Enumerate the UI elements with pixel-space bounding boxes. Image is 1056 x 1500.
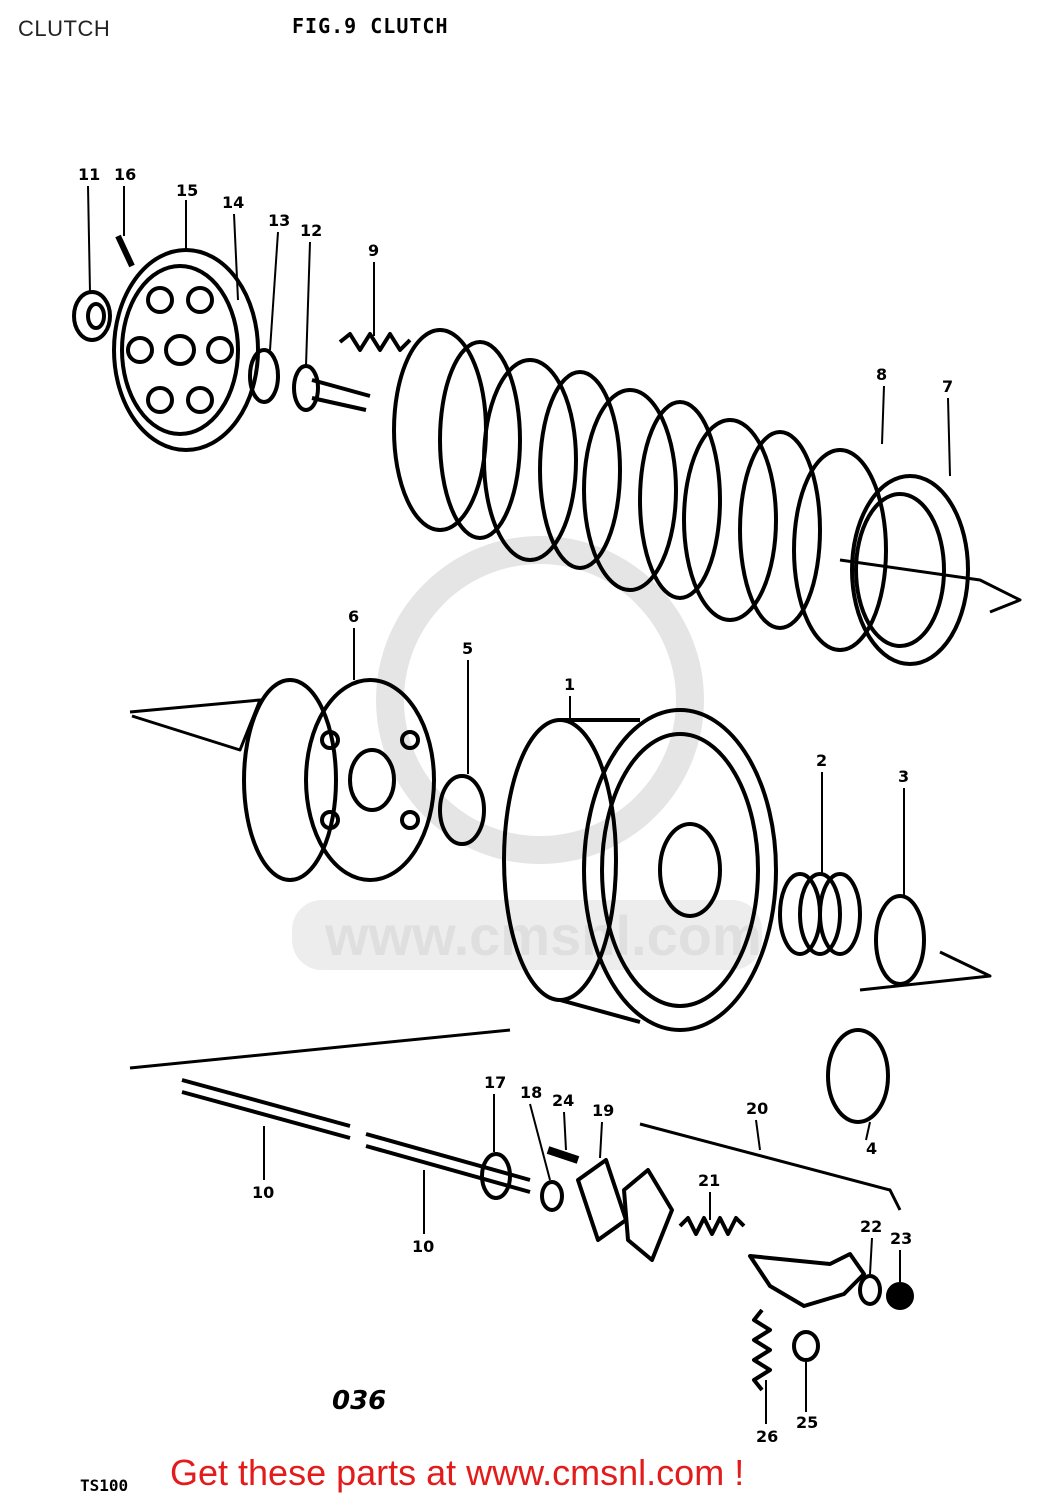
callout-label: 26 [756, 1427, 778, 1446]
callout-label: 20 [746, 1099, 768, 1118]
callout-label: 6 [348, 607, 359, 626]
callout-label: 2 [816, 751, 827, 770]
part-push-piece [480, 1152, 512, 1200]
callout-label: 7 [942, 377, 953, 396]
part-clutch-spring [778, 872, 862, 956]
part-o-ring [826, 1028, 890, 1124]
part-washer [858, 1274, 882, 1306]
part-pin [115, 234, 135, 268]
watermark: www.cmsnl.com [292, 536, 762, 970]
callout-label: 1 [564, 675, 575, 694]
callout-label: 9 [368, 241, 379, 260]
page-number: 036 [332, 1386, 387, 1416]
model-label: TS100 [80, 1476, 129, 1495]
callout-label: 10 [412, 1237, 434, 1256]
guide-line [129, 1028, 511, 1070]
buy-parts-link[interactable]: Get these parts at www.cmsnl.com ! [170, 1452, 745, 1493]
callout-label: 3 [898, 767, 909, 786]
part-washer [438, 774, 486, 846]
part-push-rod [365, 1132, 531, 1194]
callout-label: 23 [890, 1229, 912, 1248]
part-release-lever [748, 1252, 866, 1308]
part-bushing [792, 1330, 820, 1362]
part-return-spring [752, 1308, 772, 1392]
callout-label: 12 [300, 221, 322, 240]
callout-labels: 1 2 3 4 5 6 7 8 9 10 10 11 12 13 14 15 1… [78, 165, 953, 1446]
callout-label: 8 [876, 365, 887, 384]
guide-line [129, 698, 262, 752]
part-nut [886, 1282, 914, 1310]
guide-line [639, 1122, 902, 1211]
page-title: CLUTCH [18, 16, 111, 41]
callout-label: 10 [252, 1183, 274, 1202]
callout-label: 25 [796, 1413, 818, 1432]
callout-label: 13 [268, 211, 290, 230]
callout-label: 5 [462, 639, 473, 658]
callout-label: 22 [860, 1217, 882, 1236]
part-release-assembly [622, 1168, 674, 1262]
part-push-rod [181, 1078, 351, 1140]
callout-label: 15 [176, 181, 198, 200]
part-thrust-washer [874, 894, 926, 986]
part-release-screw [576, 1158, 628, 1242]
part-push-piece [292, 364, 371, 412]
part-clutch-plates [392, 328, 970, 666]
figure-title: FIG.9 CLUTCH [292, 14, 449, 38]
part-sleeve-hub [242, 678, 436, 882]
callout-label: 17 [484, 1073, 506, 1092]
callout-label: 21 [698, 1171, 720, 1190]
part-bolt [546, 1146, 580, 1164]
watermark-logo [376, 536, 704, 864]
callout-label: 11 [78, 165, 100, 184]
watermark-banner [292, 900, 762, 970]
guide-line [839, 558, 1022, 614]
part-washer [248, 348, 280, 404]
guide-line [859, 950, 992, 992]
callout-label: 14 [222, 193, 244, 212]
callout-label: 24 [552, 1091, 574, 1110]
leader-lines [87, 185, 951, 1424]
part-spring [678, 1216, 746, 1236]
callout-label: 4 [866, 1139, 877, 1158]
callout-label: 16 [114, 165, 136, 184]
part-spring [338, 332, 412, 352]
callout-label: 18 [520, 1083, 542, 1102]
part-primary-driven-gear [502, 708, 778, 1032]
part-bearing [72, 290, 112, 342]
part-ball [540, 1180, 564, 1212]
callout-label: 19 [592, 1101, 614, 1120]
